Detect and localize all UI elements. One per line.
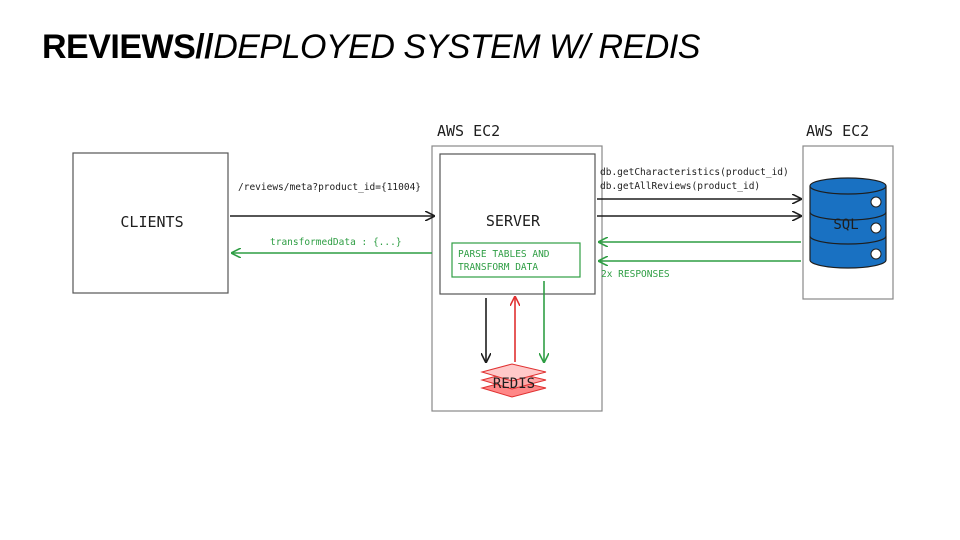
title-bold: REVIEWS// xyxy=(42,28,214,66)
aws-ec2-server-label: AWS EC2 xyxy=(437,122,500,140)
aws-ec2-db-label: AWS EC2 xyxy=(806,122,869,140)
server-label: SERVER xyxy=(486,212,541,230)
redis-icon xyxy=(480,363,547,398)
parse-transform-box xyxy=(451,242,581,278)
parse-line-2: TRANSFORM DATA xyxy=(458,262,538,273)
clients-label: CLIENTS xyxy=(120,213,183,231)
clients-box xyxy=(72,152,229,294)
sql-database-icon xyxy=(809,177,887,269)
title-italic: DEPLOYED SYSTEM W/ REDIS xyxy=(213,28,700,66)
request-label: /reviews/meta?product_id={11004} xyxy=(238,182,421,193)
parse-line-1: PARSE TABLES AND xyxy=(458,249,550,260)
query-characteristics-label: db.getCharacteristics(product_id) xyxy=(600,167,789,178)
sql-label: SQL xyxy=(833,217,858,233)
response-label: transformedData : {...} xyxy=(270,237,402,248)
query-reviews-label: db.getAllReviews(product_id) xyxy=(600,181,760,192)
page-title: REVIEWS//DEPLOYED SYSTEM W/ REDIS xyxy=(42,28,700,67)
responses-label: 2x RESPONSES xyxy=(601,269,670,280)
redis-label: REDIS xyxy=(493,376,535,392)
